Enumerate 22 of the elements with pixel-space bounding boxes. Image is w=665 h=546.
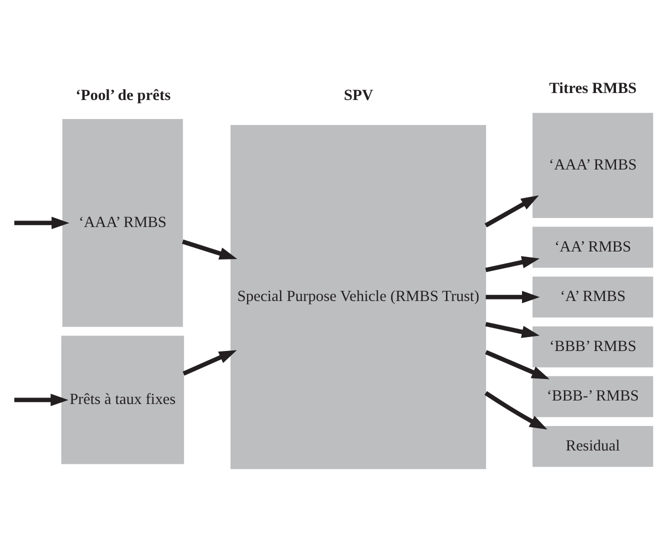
arrow [484,391,547,430]
node-box: ‘AAA’ RMBS [62,118,182,327]
arrow [14,216,69,230]
node-box: Residual [532,426,653,467]
arrow [14,394,68,406]
node-box: ‘BBB-’ RMBS [532,376,653,418]
label: Titres RMBS [548,80,636,98]
node-box: ‘BBB’ RMBS [532,326,653,368]
node-box: Special Purpose Vehicle (RMBS Trust) [230,125,486,470]
arrow [484,350,550,380]
arrow [182,350,236,376]
arrow [485,290,540,304]
arrow [484,322,540,338]
node-box: Prêts à taux fixes [60,336,184,464]
node-box: ‘A’ RMBS [532,276,653,318]
arrow [484,195,538,228]
arrow [181,240,237,260]
label: ‘Pool’ de prêts [75,86,170,104]
node-box: ‘AAA’ RMBS [532,112,653,218]
label: SPV [343,86,373,104]
arrow [484,256,540,272]
node-box: ‘AA’ RMBS [532,226,653,268]
